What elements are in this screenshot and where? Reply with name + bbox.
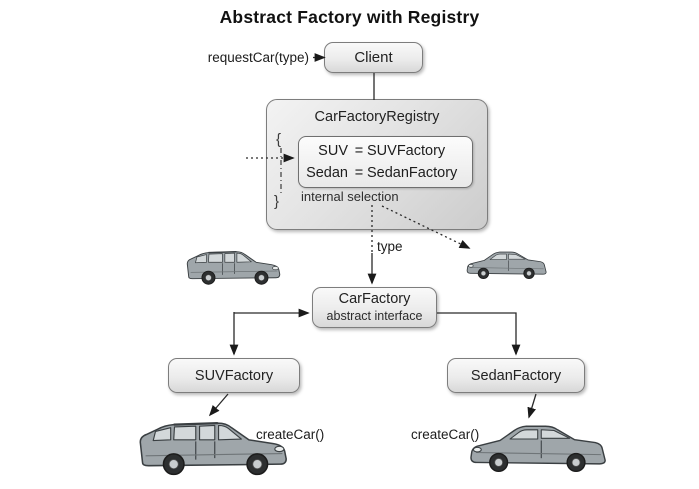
type-label: type [377,239,403,254]
car-factory-node: CarFactory abstract interface [312,287,437,328]
registry-title: CarFactoryRegistry [314,109,440,125]
create-car-left-label: createCar() [256,427,325,442]
client-label: Client [354,49,393,66]
car-factory-subtitle: abstract interface [326,308,423,323]
sedan-create-arrow [527,393,537,419]
registry-mapping-table: SUV = SUVFactory Sedan = SedanFactory [298,136,473,188]
client-node: Client [324,42,423,73]
suv-factory-label: SUVFactory [194,367,274,384]
sedan-factory-label: SedanFactory [470,367,562,384]
sedan-car-mid-illustration [466,251,547,280]
suv-create-arrow [208,393,229,417]
create-car-right-label: createCar() [411,427,480,442]
suv-factory-node: SUVFactory [168,358,300,393]
sedan-factory-node: SedanFactory [447,358,585,393]
request-car-label: requestCar(type) [207,50,309,65]
page-title: Abstract Factory with Registry [219,7,480,27]
car-factory-registry-node: CarFactoryRegistry SUV = SUVFactory Seda… [266,99,488,230]
registry-entry-suv: SUV = SUVFactory [299,141,472,162]
registry-entry-key: Sedan [306,164,348,181]
equals-sign: = [354,164,364,181]
registry-entry-value: SUVFactory [367,142,446,159]
registry-entry-sedan: Sedan = SedanFactory [299,163,472,184]
car-factory-title: CarFactory [338,291,411,308]
brace-open-glyph: { [276,131,282,148]
brace-close-glyph: } [274,193,280,210]
equals-sign: = [354,142,364,159]
sedan-car-bottom-illustration [470,425,606,473]
elbow-right-arrow [437,312,521,356]
suv-car-mid-illustration [186,250,281,285]
registry-entry-key: SUV [318,142,348,159]
registry-entry-value: SedanFactory [367,164,458,181]
internal-selection-label: internal selection [301,189,399,204]
